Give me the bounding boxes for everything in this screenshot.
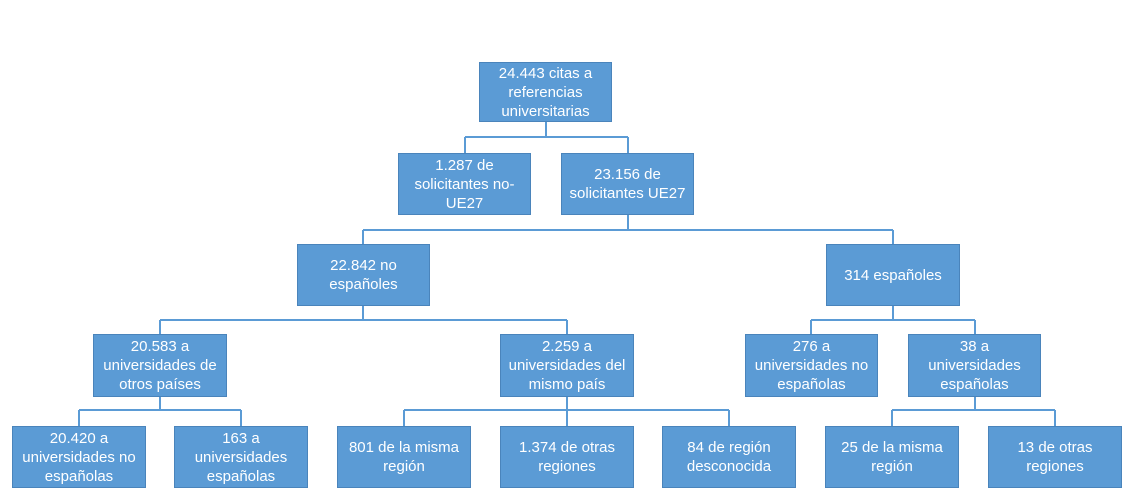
node-oc-non-spanish-universities: 20.420 a universidades no españolas: [12, 426, 146, 488]
connector-eu27: [362, 215, 894, 244]
node-spanish: 314 españoles: [826, 244, 960, 306]
node-non-eu27-applicants: 1.287 de solicitantes no- UE27: [398, 153, 531, 215]
connector-root: [464, 122, 629, 153]
node-oc-spanish-universities: 163 a universidades españolas: [174, 426, 308, 488]
node-other-regions: 1.374 de otras regiones: [500, 426, 634, 488]
connector-spanish-universities: [891, 397, 1056, 426]
node-spanish-to-spanish-universities: 38 a universidades españolas: [908, 334, 1041, 397]
node-same-country-universities: 2.259 a universidades del mismo país: [500, 334, 634, 397]
node-total-citations: 24.443 citas a referencias universitaria…: [479, 62, 612, 122]
node-non-spanish: 22.842 no españoles: [297, 244, 430, 306]
node-spanish-same-region: 25 de la misma región: [825, 426, 959, 488]
node-unknown-region: 84 de región desconocida: [662, 426, 796, 488]
node-spanish-to-non-spanish-universities: 276 a universidades no españolas: [745, 334, 878, 397]
connector-other-countries: [78, 397, 242, 426]
node-same-region: 801 de la misma región: [337, 426, 471, 488]
node-spanish-other-regions: 13 de otras regiones: [988, 426, 1122, 488]
node-eu27-applicants: 23.156 de solicitantes UE27: [561, 153, 694, 215]
connector-non-spanish: [159, 306, 568, 334]
node-other-countries-universities: 20.583 a universidades de otros países: [93, 334, 227, 397]
connector-spanish: [810, 306, 976, 334]
connector-same-country: [403, 397, 730, 426]
